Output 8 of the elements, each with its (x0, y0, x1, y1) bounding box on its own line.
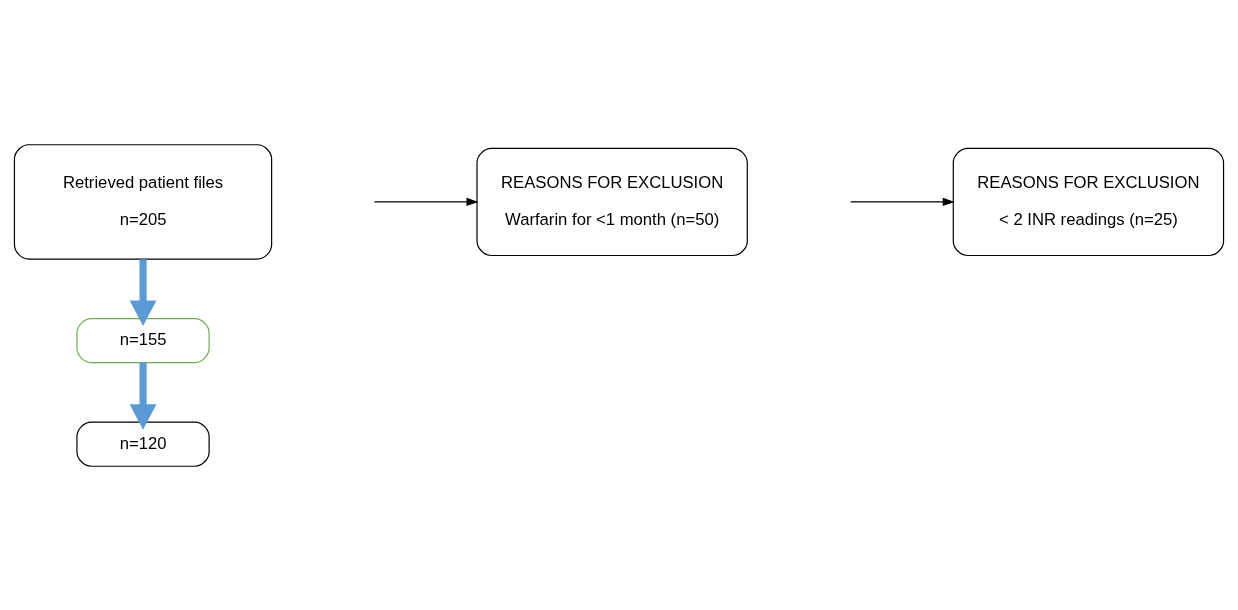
node-box: REASONS FOR EXCLUSION < 2 INR readings (n=25) (952, 147, 1225, 256)
arrow (129, 258, 157, 326)
arrow (373, 197, 479, 206)
node-box: n=120 (76, 421, 210, 467)
node-box: n=155 (76, 317, 210, 363)
node-box: REASONS FOR EXCLUSION Warfarin for <1 month (n=50) (476, 147, 748, 256)
arrow (850, 197, 955, 206)
node-box: Retrieved patient files n=205 (13, 143, 273, 260)
